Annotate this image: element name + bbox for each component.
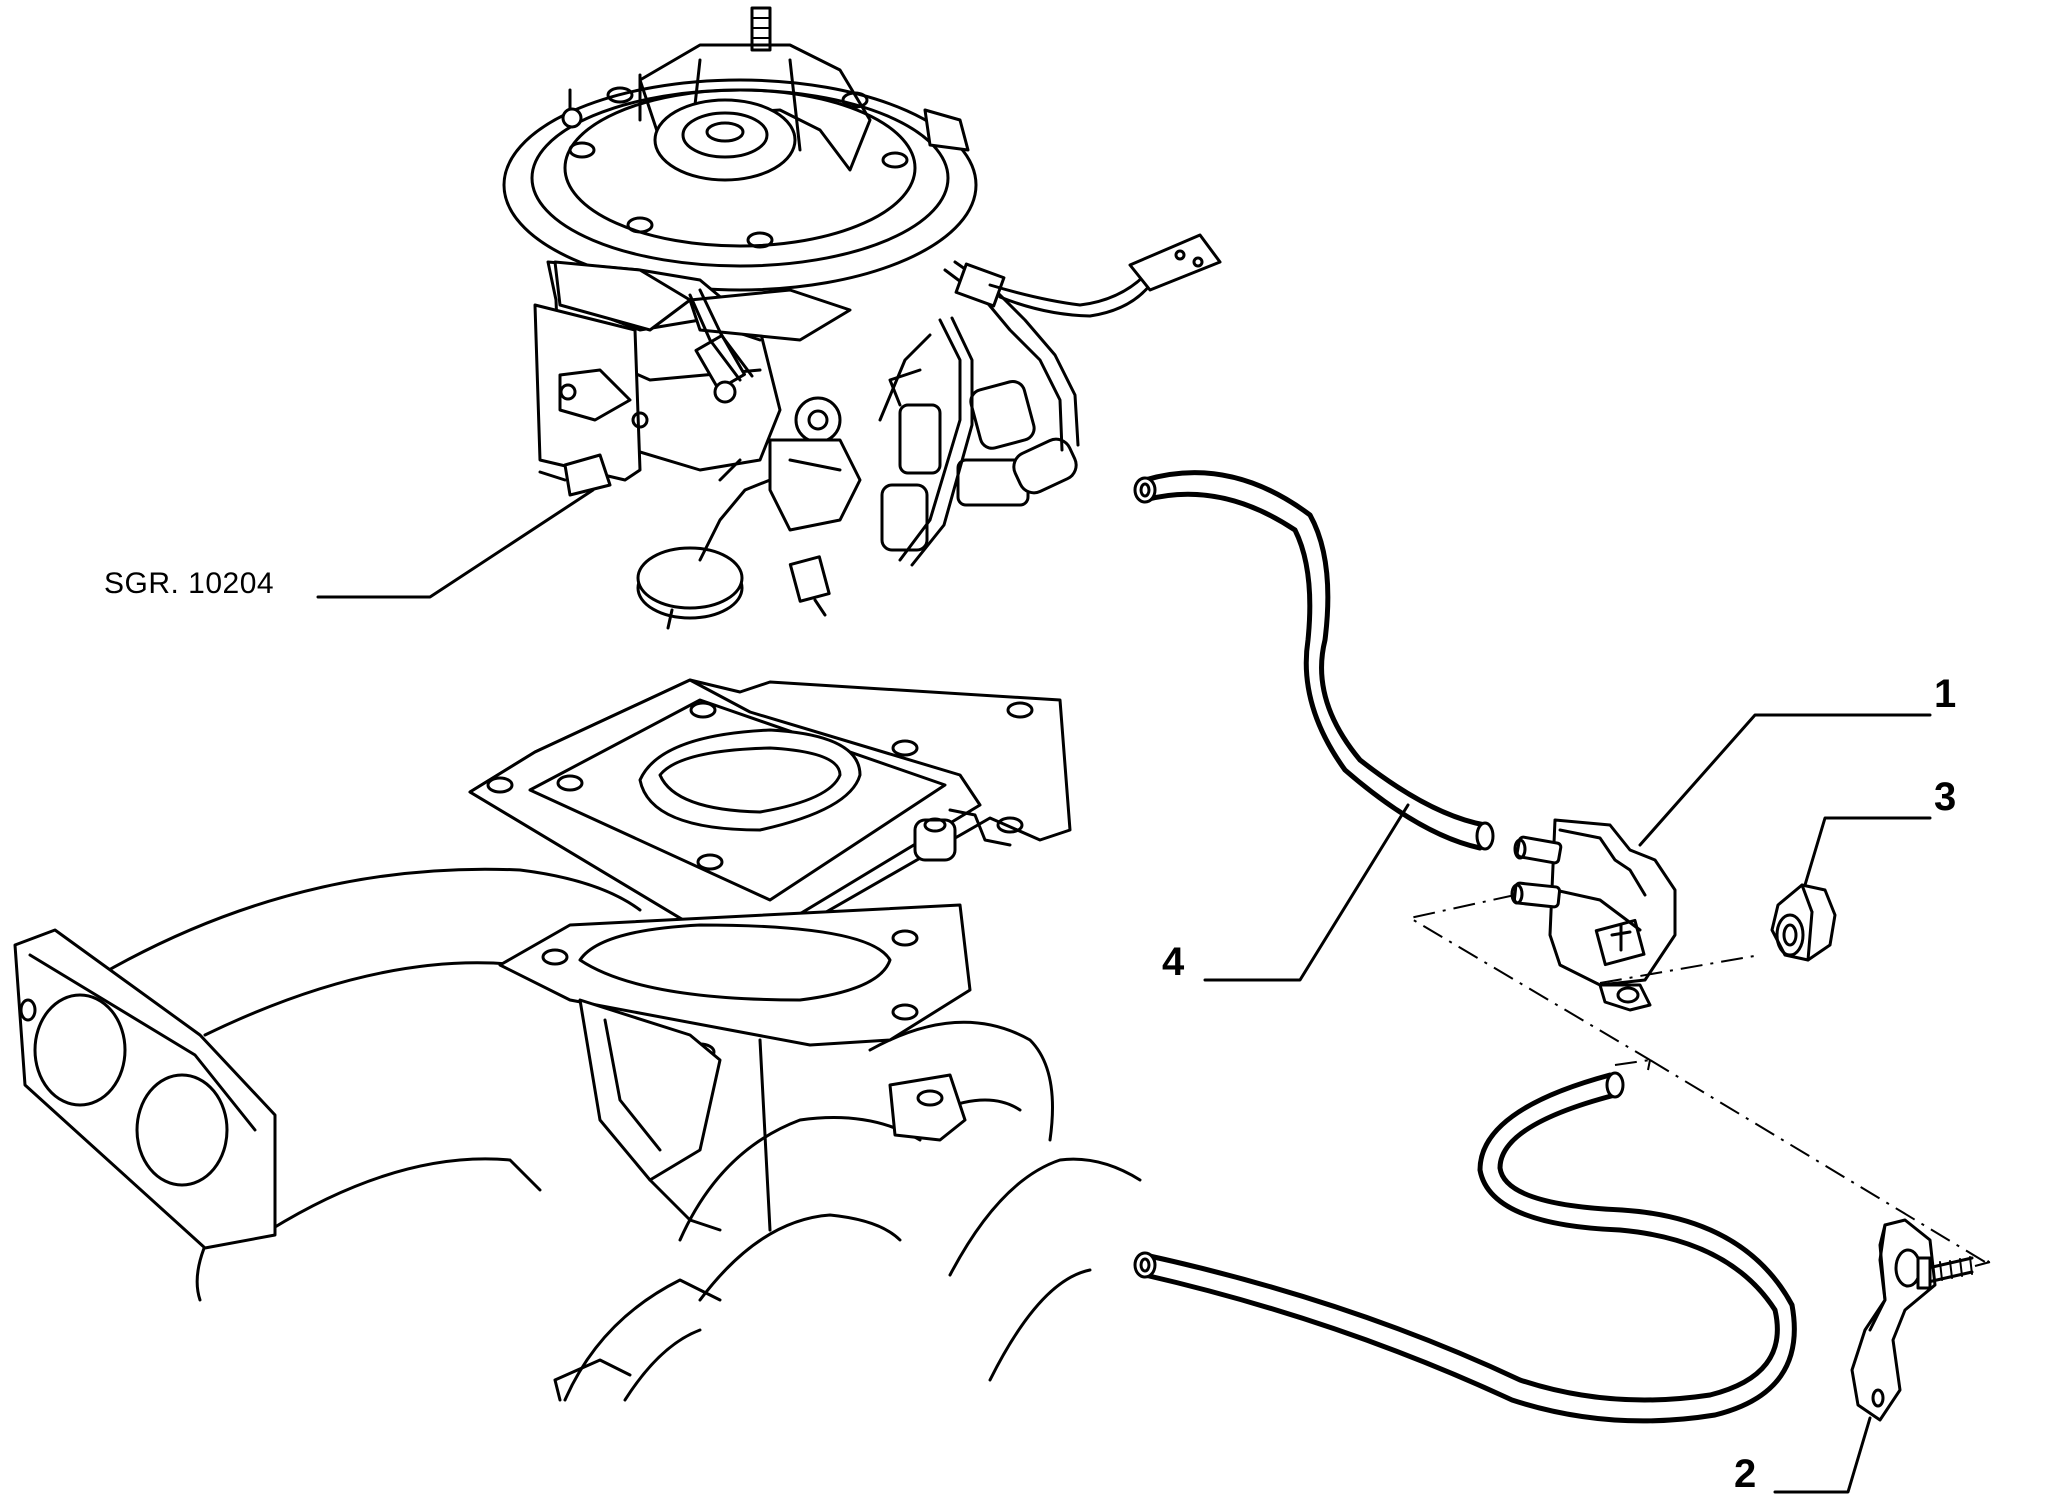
reference-label-sgr: SGR. 10204 (104, 567, 275, 600)
vacuum-hose-lower (1133, 1071, 1797, 1424)
vacuum-hose-upper (1133, 470, 1495, 851)
mounting-bracket (1850, 1218, 1974, 1422)
assembly-center-lines (1407, 894, 1993, 1268)
reference-leader-line (316, 488, 595, 599)
carburetor-spacer-plate (468, 678, 1072, 952)
leader-callout-3 (1803, 816, 1932, 887)
callout-2: 2 (1734, 1452, 1757, 1496)
leader-callout-1 (1638, 713, 1932, 847)
hex-nut (1770, 883, 1837, 962)
vacuum-valve (1510, 818, 1677, 1012)
callout-4: 4 (1162, 940, 1185, 984)
leader-callout-4 (1203, 803, 1410, 982)
carburetor-assembly (502, 6, 1222, 630)
callout-1: 1 (1934, 672, 1957, 716)
callout-3: 3 (1934, 775, 1957, 819)
callout-leaders (1203, 713, 1932, 1494)
leader-callout-2 (1773, 1416, 1872, 1494)
intake-manifold (13, 867, 1142, 1402)
